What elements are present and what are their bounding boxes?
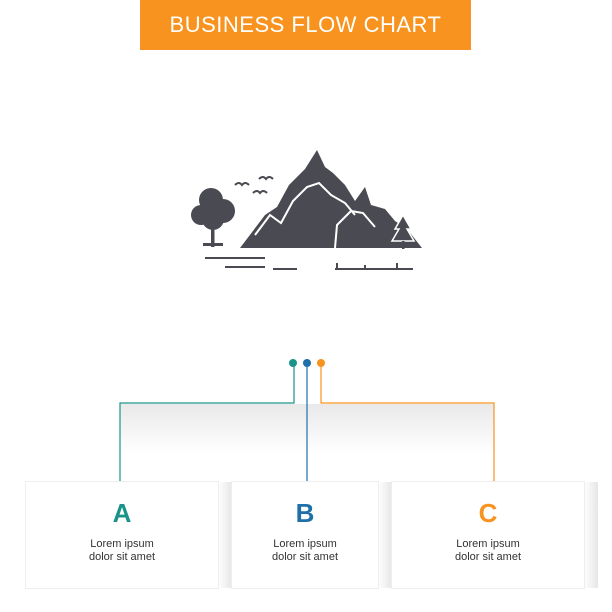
step-text-line: Lorem ipsum bbox=[90, 538, 154, 550]
step-letter: C bbox=[478, 498, 498, 528]
step-text-line: dolor sit amet bbox=[271, 551, 339, 563]
mountain-landscape-icon bbox=[191, 150, 422, 270]
step-panel-c: C Lorem ipsum dolor sit amet bbox=[392, 482, 584, 588]
step-text-line: Lorem ipsum bbox=[273, 538, 337, 550]
step-panel-a: A Lorem ipsum dolor sit amet bbox=[26, 482, 218, 588]
step-description: Lorem ipsum dolor sit amet bbox=[392, 538, 584, 564]
step-letter: A bbox=[112, 498, 132, 528]
dot-b-icon bbox=[303, 359, 311, 367]
step-panel-b: B Lorem ipsum dolor sit amet bbox=[232, 482, 378, 588]
dot-c-icon bbox=[317, 359, 325, 367]
step-text-line: Lorem ipsum bbox=[456, 538, 520, 550]
title-banner: BUSINESS FLOW CHART bbox=[140, 0, 471, 50]
panel-divider bbox=[378, 482, 392, 588]
panel-divider bbox=[218, 482, 232, 588]
step-description: Lorem ipsum dolor sit amet bbox=[26, 538, 218, 564]
dot-a-icon bbox=[289, 359, 297, 367]
step-text-line: dolor sit amet bbox=[454, 551, 522, 563]
step-letter: B bbox=[295, 498, 315, 528]
panel-divider bbox=[584, 482, 598, 588]
step-description: Lorem ipsum dolor sit amet bbox=[232, 538, 378, 564]
step-text-line: dolor sit amet bbox=[88, 551, 156, 563]
chart-title: BUSINESS FLOW CHART bbox=[169, 12, 442, 37]
